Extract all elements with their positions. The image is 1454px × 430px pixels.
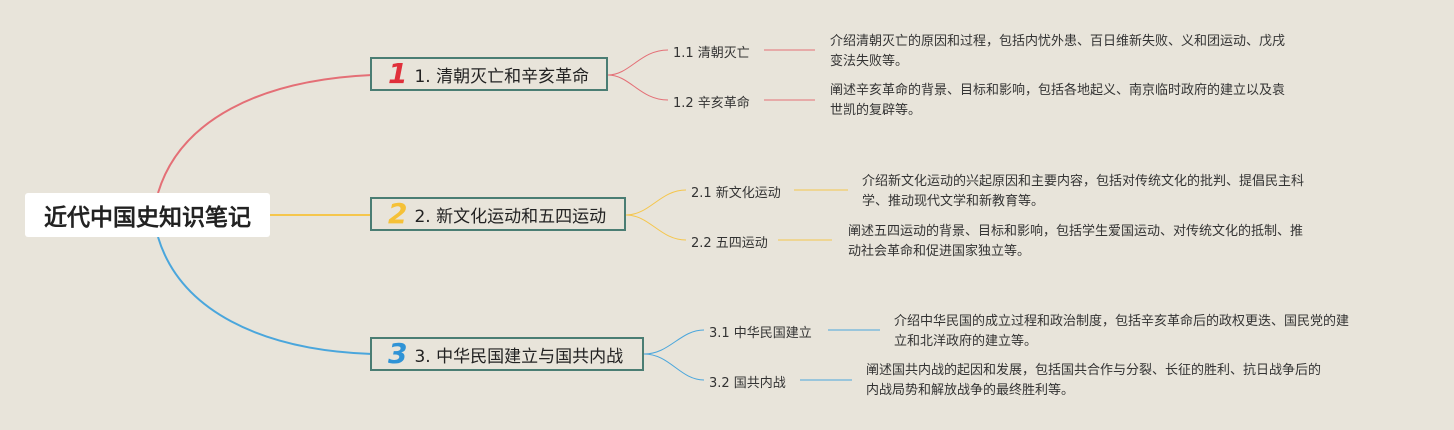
branch-node-1[interactable]: 1 1. 清朝灭亡和辛亥革命 bbox=[370, 57, 608, 91]
number-badge-icon: 3 bbox=[388, 337, 408, 370]
sub-node-1-1[interactable]: 1.1 清朝灭亡 bbox=[673, 46, 750, 61]
root-title: 近代中国史知识笔记 bbox=[44, 205, 251, 231]
link-b2-s2 bbox=[625, 214, 687, 241]
desc-node-1-1: 介绍清朝灭亡的原因和过程，包括内忧外患、百日维新失败、义和团运动、戊戌 变法失败… bbox=[830, 34, 1286, 69]
link-root-b3 bbox=[157, 236, 373, 355]
sub-node-2-1[interactable]: 2.1 新文化运动 bbox=[691, 186, 781, 201]
link-b2-s1 bbox=[625, 189, 687, 216]
branch-label: 3. 中华民国建立与国共内战 bbox=[414, 346, 624, 367]
link-root-b1 bbox=[157, 74, 373, 194]
desc-node-3-1: 介绍中华民国的成立过程和政治制度，包括辛亥革命后的政权更迭、国民党的建 立和北洋… bbox=[894, 314, 1350, 349]
sub-node-3-2[interactable]: 3.2 国共内战 bbox=[709, 376, 786, 391]
sub-node-3-1[interactable]: 3.1 中华民国建立 bbox=[709, 326, 812, 341]
desc-node-2-1: 介绍新文化运动的兴起原因和主要内容，包括对传统文化的批判、提倡民主科 学、推动现… bbox=[862, 174, 1305, 209]
desc-node-3-2: 阐述国共内战的起因和发展，包括国共合作与分裂、长征的胜利、抗日战争后的 内战局势… bbox=[866, 363, 1322, 398]
branch-node-3[interactable]: 3 3. 中华民国建立与国共内战 bbox=[370, 337, 644, 371]
sub-node-2-2[interactable]: 2.2 五四运动 bbox=[691, 236, 768, 251]
branch-node-2[interactable]: 2 2. 新文化运动和五四运动 bbox=[370, 197, 626, 231]
number-badge-icon: 1 bbox=[388, 57, 408, 90]
desc-node-2-2: 阐述五四运动的背景、目标和影响，包括学生爱国运动、对传统文化的抵制、推 动社会革… bbox=[848, 224, 1304, 259]
desc-node-1-2: 阐述辛亥革命的背景、目标和影响，包括各地起义、南京临时政府的建立以及袁 世凯的复… bbox=[830, 83, 1286, 118]
link-b1-s1 bbox=[607, 49, 669, 76]
branch-label: 2. 新文化运动和五四运动 bbox=[414, 206, 607, 227]
branch-label: 1. 清朝灭亡和辛亥革命 bbox=[414, 66, 590, 87]
link-b3-s1 bbox=[643, 329, 705, 355]
sub-node-1-2[interactable]: 1.2 辛亥革命 bbox=[673, 96, 750, 111]
number-badge-icon: 2 bbox=[388, 197, 408, 230]
link-b3-s2 bbox=[643, 353, 705, 381]
root-node[interactable]: 近代中国史知识笔记 bbox=[25, 193, 270, 237]
link-b1-s2 bbox=[607, 74, 669, 101]
